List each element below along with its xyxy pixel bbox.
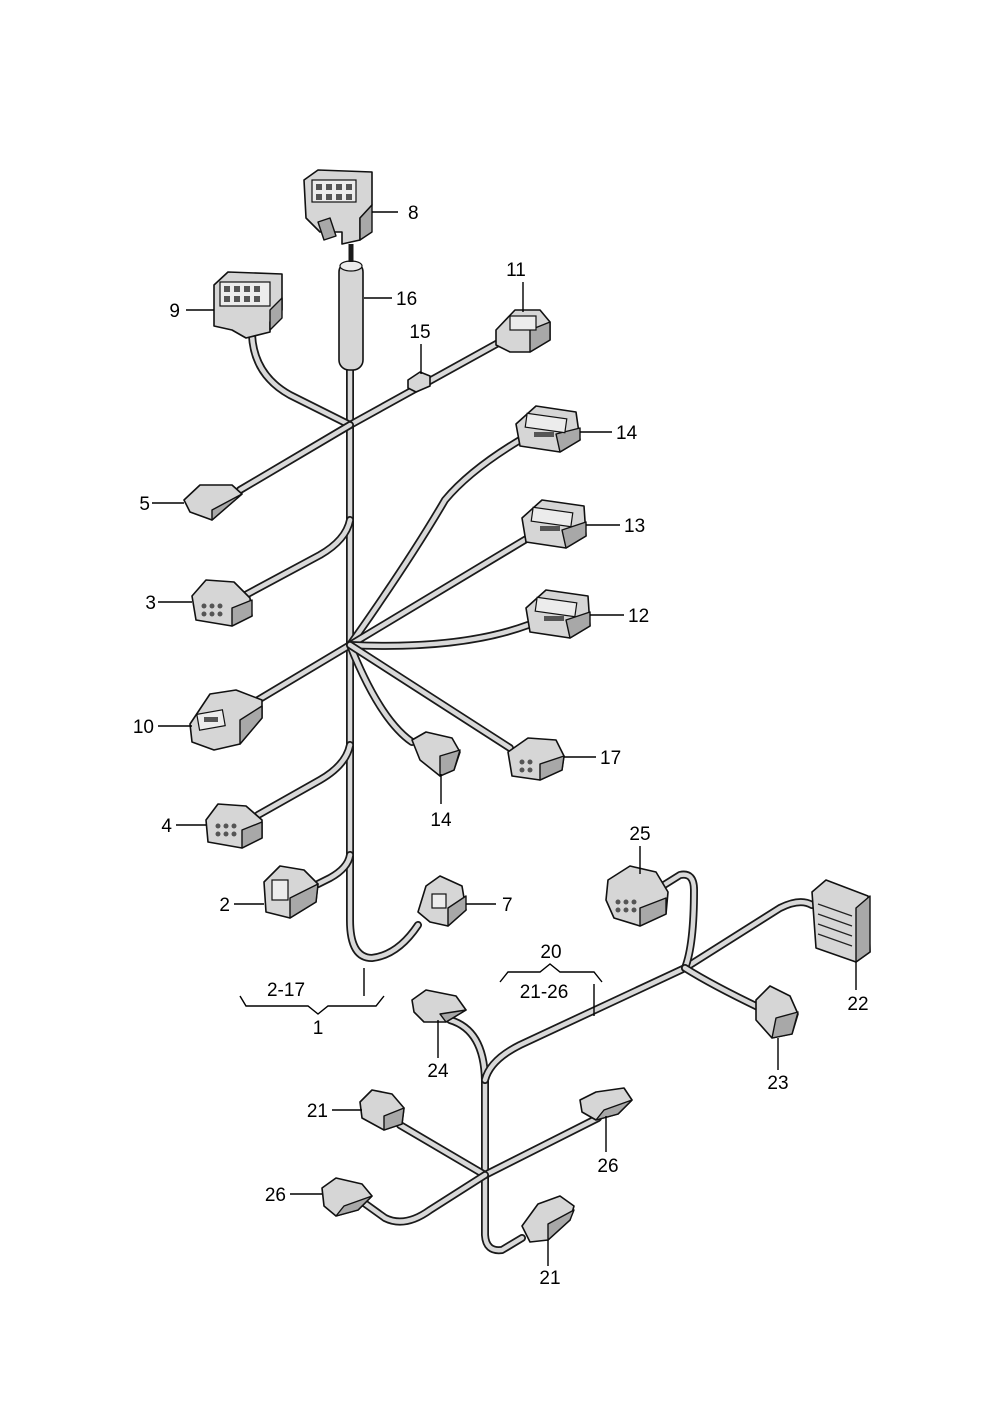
connector-23 <box>755 985 799 1039</box>
connector-10 <box>189 689 263 751</box>
label-22: 22 <box>847 994 868 1015</box>
label-11: 11 <box>506 260 526 281</box>
label-15: 15 <box>409 322 430 343</box>
label-14-lower: 14 <box>430 810 452 831</box>
connector-3 <box>191 579 253 627</box>
connector-2 <box>263 865 319 919</box>
label-24: 24 <box>427 1061 449 1082</box>
label-26-right: 26 <box>597 1156 618 1177</box>
label-8: 8 <box>408 203 419 224</box>
connector-21-lower <box>521 1195 575 1243</box>
connector-14-upper <box>515 405 581 453</box>
label-12: 12 <box>628 606 649 627</box>
label-7: 7 <box>502 895 513 916</box>
label-5: 5 <box>139 494 150 515</box>
connector-14-lower <box>411 731 461 777</box>
label-23: 23 <box>767 1073 788 1094</box>
label-17: 17 <box>600 748 621 769</box>
label-20: 20 <box>540 942 561 963</box>
label-3: 3 <box>145 593 156 614</box>
connector-9 <box>213 271 283 339</box>
sleeve-16 <box>338 244 364 371</box>
connector-4 <box>205 803 263 849</box>
label-21-lower: 21 <box>539 1268 560 1289</box>
label-21-26: 21-26 <box>520 982 569 1003</box>
label-25: 25 <box>629 824 650 845</box>
connector-5 <box>183 484 243 521</box>
leader-lines <box>152 211 857 1266</box>
connector-22 <box>811 879 871 963</box>
connector-12 <box>525 589 591 639</box>
label-21-upper: 21 <box>307 1101 328 1122</box>
label-9: 9 <box>169 301 180 322</box>
lower-harness-wires <box>356 870 816 1255</box>
label-10: 10 <box>133 717 154 738</box>
label-2-17: 2-17 <box>267 980 305 1001</box>
connector-25 <box>605 865 669 927</box>
label-16: 16 <box>396 289 417 310</box>
connector-17 <box>507 737 565 781</box>
label-13: 13 <box>624 516 645 537</box>
clip-15 <box>407 371 431 393</box>
label-1: 1 <box>313 1018 324 1039</box>
connector-7 <box>417 875 467 927</box>
label-4: 4 <box>161 816 172 837</box>
connector-11 <box>495 309 551 353</box>
callout-labels: 8 9 16 11 15 14 5 13 3 12 10 17 14 4 2 7… <box>133 203 869 1289</box>
label-26-left: 26 <box>265 1185 286 1206</box>
connector-13 <box>521 499 587 549</box>
connector-8 <box>303 169 373 245</box>
label-2: 2 <box>219 895 230 916</box>
upper-harness-wires <box>236 331 532 962</box>
connector-26-right <box>579 1087 633 1121</box>
connector-21-upper <box>359 1089 405 1131</box>
connector-26-left <box>321 1177 373 1217</box>
label-14-upper: 14 <box>616 423 638 444</box>
connector-24 <box>411 989 467 1023</box>
